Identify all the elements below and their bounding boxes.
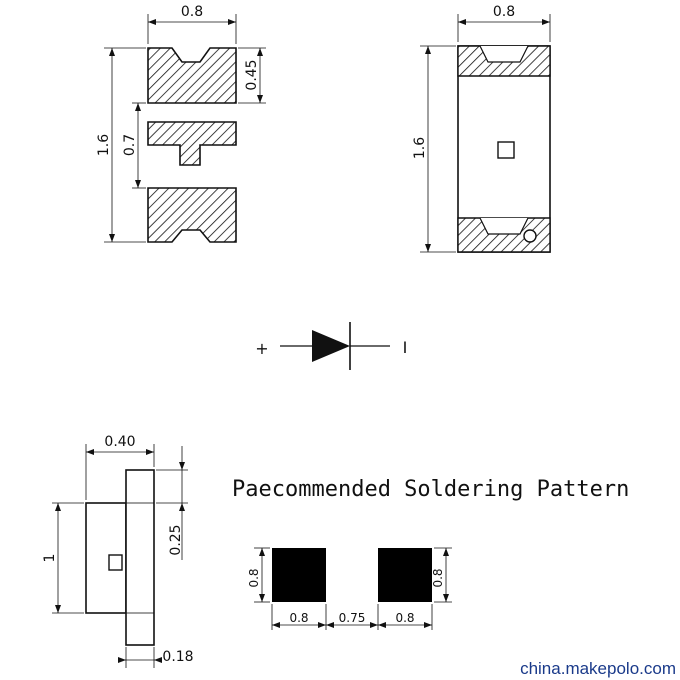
right-pad-height: 0.8 xyxy=(431,568,445,587)
left-pad-width: 0.8 xyxy=(289,611,308,625)
led-die xyxy=(497,141,515,159)
width-dimension: 0.8 xyxy=(493,4,515,20)
top-right-view: 0.8 1.6 xyxy=(412,4,551,253)
gap-dimension: 0.7 xyxy=(122,134,138,156)
side-height-dimension: 1 xyxy=(42,554,58,563)
bottom-terminal xyxy=(147,187,237,243)
side-bottom-dimension: 0.18 xyxy=(162,649,193,665)
diode-triangle xyxy=(312,330,350,362)
top-terminal xyxy=(147,47,237,104)
height-dimension: 1.6 xyxy=(412,137,428,159)
left-pad-height: 0.8 xyxy=(247,568,261,587)
side-substrate xyxy=(125,469,155,646)
anode-sign: + xyxy=(255,339,268,358)
height-dimension: 1.6 xyxy=(96,134,112,156)
side-die xyxy=(108,554,123,571)
right-pad xyxy=(378,548,432,602)
top-left-view: 0.8 1.6 0.7 0.45 xyxy=(96,4,266,243)
pad-gap: 0.75 xyxy=(339,611,366,625)
side-view: 0.40 1 0.25 0.18 xyxy=(42,434,194,668)
watermark: china.makepolo.com xyxy=(520,659,676,678)
polarity-mark xyxy=(523,229,537,243)
soldering-pattern: Paecommended Soldering Pattern 0.8 0.8 0… xyxy=(232,477,629,630)
middle-pad xyxy=(147,121,237,166)
diode-symbol: + I xyxy=(255,322,407,370)
terminal-dimension: 0.45 xyxy=(244,59,260,90)
cathode-sign: I xyxy=(403,338,408,357)
side-width-dimension: 0.40 xyxy=(104,434,135,450)
pattern-title: Paecommended Soldering Pattern xyxy=(232,477,629,502)
width-dimension: 0.8 xyxy=(181,4,203,20)
side-offset-dimension: 0.25 xyxy=(168,524,184,555)
left-pad xyxy=(272,548,326,602)
right-pad-width: 0.8 xyxy=(395,611,414,625)
